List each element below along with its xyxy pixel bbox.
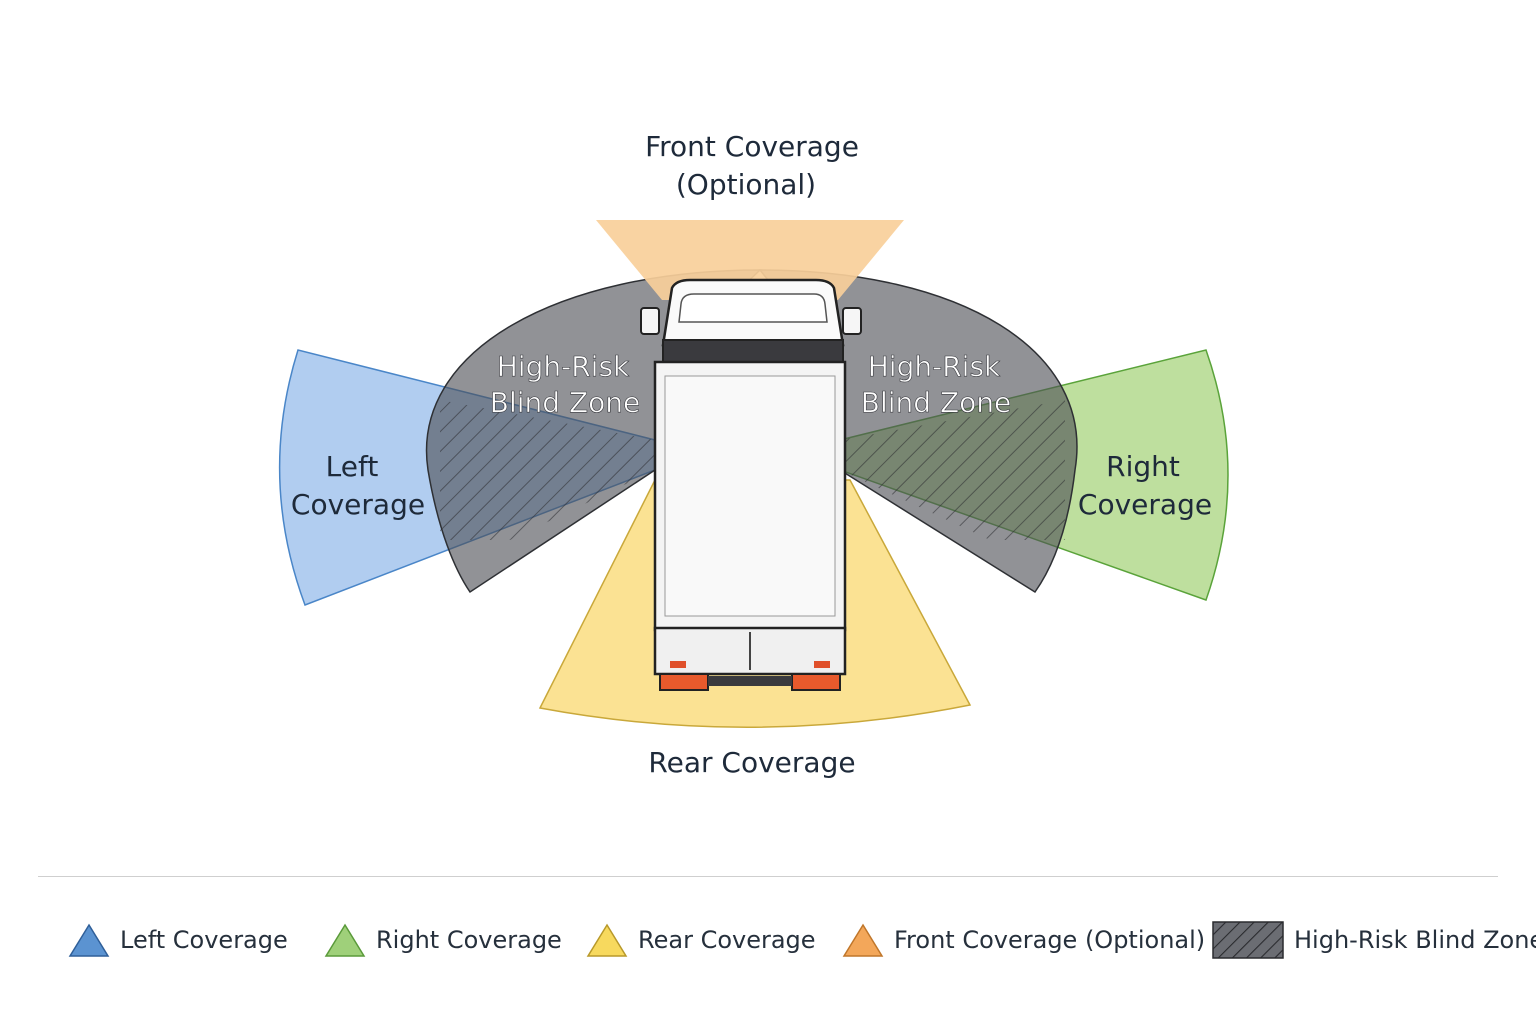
- truck-mirror-left: [640, 307, 660, 335]
- right-blind-zone-label-line1: High-Risk: [868, 350, 1001, 383]
- legend-label-left-coverage: Left Coverage: [120, 926, 288, 954]
- truck-windshield: [678, 293, 828, 323]
- truck-bumper-right: [791, 673, 841, 691]
- front-coverage-label-line2: (Optional): [676, 168, 816, 201]
- left-coverage-label-line2: Coverage: [291, 488, 425, 521]
- truck-bumper-left: [659, 673, 709, 691]
- legend-divider: [38, 876, 1498, 877]
- truck-tail-light-right: [814, 661, 830, 668]
- rear-coverage-triangle-icon: [586, 923, 628, 957]
- left-blind-zone-hatch: [440, 400, 655, 540]
- front-coverage-label-line1: Front Coverage: [645, 130, 859, 163]
- right-coverage-label-line1: Right: [1106, 450, 1180, 483]
- left-blind-zone-label-line2: Blind Zone: [490, 386, 640, 419]
- left-blind-zone-label-line1: High-Risk: [497, 350, 630, 383]
- rear-coverage-label: Rear Coverage: [648, 746, 855, 779]
- right-coverage-triangle-icon: [324, 923, 366, 957]
- legend-item-blind-zone: High-Risk Blind Zone: [1212, 910, 1536, 970]
- left-coverage-triangle-icon: [68, 923, 110, 957]
- truck-cab-base: [662, 339, 844, 363]
- blind-zone-hatched-icon: [1212, 921, 1284, 959]
- truck-coverage-diagram: Front Coverage (Optional) Rear Coverage …: [278, 130, 1229, 779]
- legend-label-blind-zone: High-Risk Blind Zone: [1294, 926, 1536, 954]
- legend-item-rear-coverage: Rear Coverage: [586, 910, 816, 970]
- front-coverage-triangle-icon: [842, 923, 884, 957]
- legend-item-left-coverage: Left Coverage: [68, 910, 288, 970]
- right-blind-zone-hatch: [840, 400, 1065, 540]
- truck-mirror-right: [842, 307, 862, 335]
- left-coverage-label-line1: Left: [326, 450, 379, 483]
- right-coverage-label-line2: Coverage: [1078, 488, 1212, 521]
- front-coverage-zone: [596, 220, 904, 300]
- truck-bumper-bar: [708, 676, 792, 686]
- legend-item-front-coverage: Front Coverage (Optional): [842, 910, 1205, 970]
- legend-label-rear-coverage: Rear Coverage: [638, 926, 816, 954]
- legend: Left Coverage Right Coverage Rear Covera…: [0, 910, 1536, 970]
- legend-item-right-coverage: Right Coverage: [324, 910, 562, 970]
- truck: [640, 278, 862, 691]
- legend-label-front-coverage: Front Coverage (Optional): [894, 926, 1206, 954]
- truck-roof-panel: [664, 375, 836, 617]
- legend-label-right-coverage: Right Coverage: [376, 926, 562, 954]
- truck-tail-light-left: [670, 661, 686, 668]
- right-blind-zone-label-line2: Blind Zone: [861, 386, 1011, 419]
